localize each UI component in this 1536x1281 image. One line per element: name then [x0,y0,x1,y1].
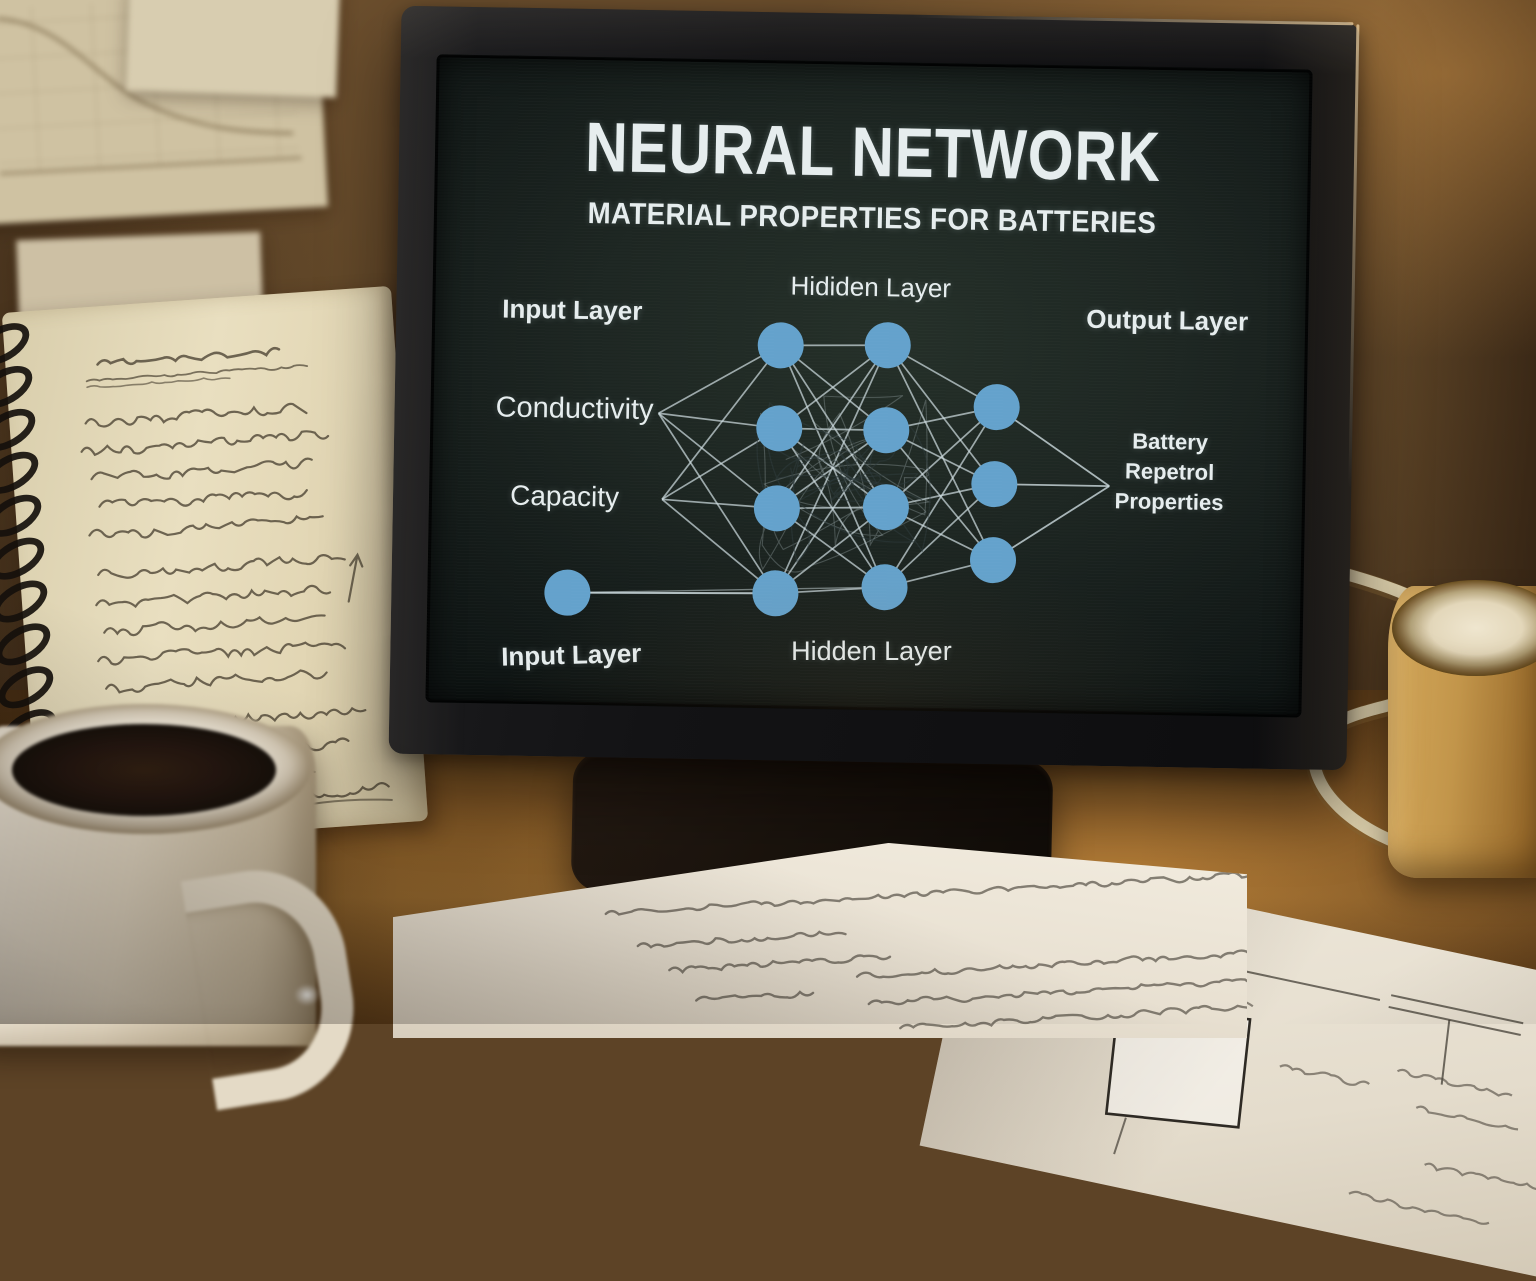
network-node [753,485,800,532]
network-node [970,537,1017,584]
handwriting-line [1279,1064,1370,1086]
output-line: Repetrol [1124,458,1215,485]
network-edge [567,591,776,595]
handwriting-line [855,948,1247,979]
feature-label-conductivity: Conductivity [495,391,654,427]
network-edge [887,344,996,485]
handwriting-line [95,584,332,609]
network-edge [661,344,782,500]
network-node [756,405,803,452]
output-line: Battery [1131,428,1209,455]
handwriting-line [636,930,847,949]
network-node [752,570,799,617]
network-edge [886,344,994,561]
specular-highlight [294,984,320,1006]
input-layer-label-bottom: Input Layer [500,637,642,672]
handwriting-line [88,514,324,539]
handwriting-line [604,871,1247,916]
handwriting-line [98,489,308,508]
handwriting-line [97,554,346,579]
network-edge [657,412,777,594]
monitor-screen: NEURAL NETWORK MATERIAL PROPERTIES FOR B… [425,54,1313,718]
handwriting-line [97,641,347,666]
pinned-paper [126,0,340,98]
monitor: NEURAL NETWORK MATERIAL PROPERTIES FOR B… [388,5,1360,771]
scribble-tangle [766,402,931,563]
neural-network-diagram [544,322,1110,617]
coffee-mug-left [0,704,368,1111]
network-edge [883,483,995,588]
output-line: Properties [1114,488,1224,516]
arrow-up-sketch [347,552,364,603]
network-node [864,322,911,369]
network-edge [774,429,887,594]
coffee-mug-right [1388,580,1536,878]
screen-title: NEURAL NETWORK [584,107,1162,196]
handwriting-line [105,669,328,694]
network-edge [885,406,998,508]
handwriting-line [90,457,313,481]
coffee-surface [12,724,276,816]
handwriting-line [96,346,281,366]
network-node [973,384,1020,431]
feature-label-capacity: Capacity [509,479,620,513]
connector-lines [1113,1117,1127,1155]
handwriting-line [695,990,815,1002]
handwriting-group [604,871,1247,1030]
handwriting-line [1424,1162,1536,1191]
network-edge [657,412,778,509]
handwriting-line [668,954,892,975]
network-edge [776,344,889,509]
network-node [862,484,909,531]
network-node [861,564,908,611]
output-properties-label: Battery Repetrol Properties [1069,425,1271,518]
network-node [757,322,804,369]
handwriting-line [867,967,1247,1006]
network-edge [661,498,776,594]
handwriting-line [103,614,326,637]
handwriting-line [1396,1068,1513,1097]
network-edge [883,406,998,588]
handwriting-line [1348,1190,1490,1225]
output-layer-label: Output Layer [1086,303,1249,337]
network-edge [658,344,782,414]
handwriting-line [85,364,309,383]
handwriting-line [84,402,308,428]
network-node [863,407,910,454]
input-layer-label-top: Input Layer [501,293,643,326]
handwriting-line [80,430,330,457]
handwriting-line [1415,1105,1519,1131]
handwriting-line [86,377,231,389]
network-edge [774,506,887,594]
network-edge [567,586,885,594]
hidden-layer-label-bottom: Hidden Layer [791,635,952,666]
handwriting-line [899,999,1247,1030]
network-node [544,569,591,616]
network-node [971,461,1018,508]
